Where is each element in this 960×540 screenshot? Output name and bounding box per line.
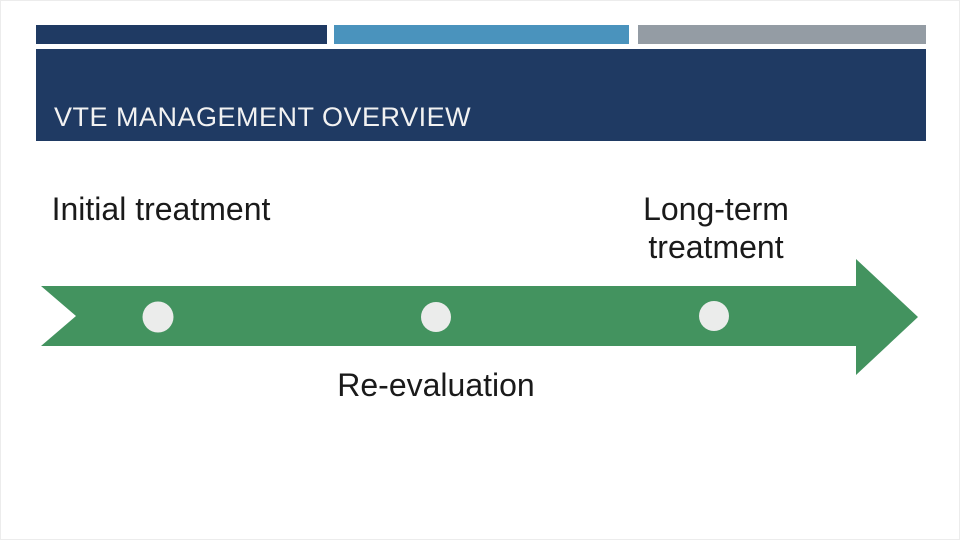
accent-bar-blue [334, 25, 629, 44]
milestone-dot-long-term [699, 301, 729, 331]
slide-title: VTE MANAGEMENT OVERVIEW [54, 102, 472, 133]
accent-bar-gray [638, 25, 926, 44]
timeline-arrow-shape [41, 259, 918, 375]
accent-bar-navy [36, 25, 327, 44]
milestone-dot-initial [142, 301, 174, 333]
title-block: VTE MANAGEMENT OVERVIEW [36, 49, 926, 141]
milestone-dot-re-evaluation [421, 302, 451, 332]
stage-label-long-term-treatment: Long-term treatment [643, 191, 789, 265]
stage-label-initial-treatment: Initial treatment [51, 191, 271, 227]
stage-label-re-evaluation: Re-evaluation [337, 367, 535, 403]
